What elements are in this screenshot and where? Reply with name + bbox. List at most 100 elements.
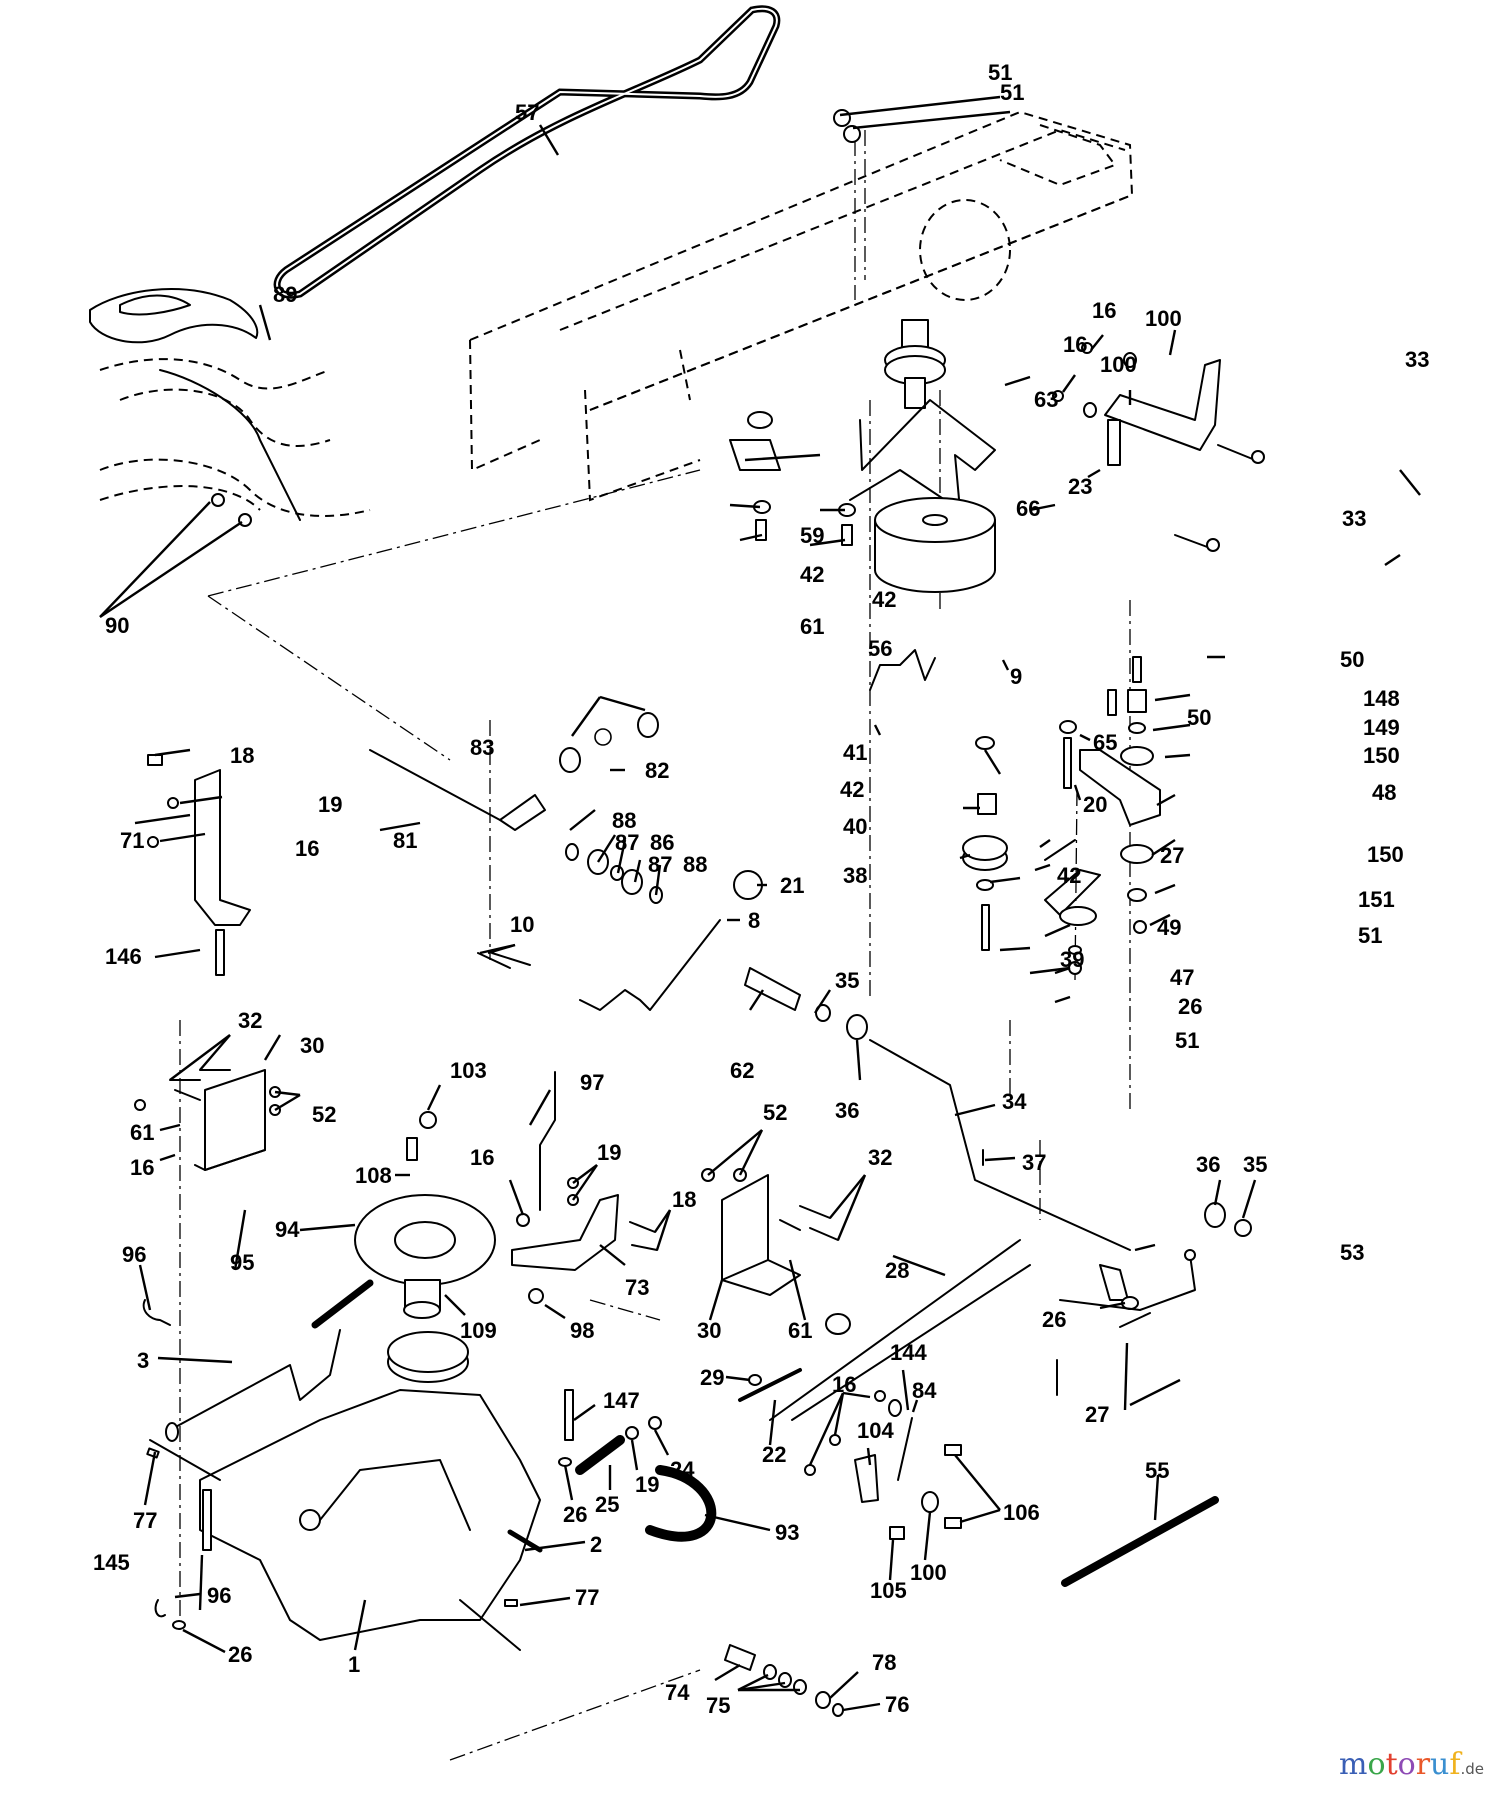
nut-19-c (625, 1426, 639, 1440)
bolt-145 (202, 1489, 212, 1551)
callout-34: 34 (1002, 1089, 1027, 1114)
callout-105: 105 (870, 1578, 907, 1603)
hairpin-96-top (142, 1299, 171, 1326)
callout-41: 41 (843, 740, 867, 765)
hairpin-96-bottom (154, 1599, 166, 1618)
nuts-90 (211, 493, 252, 527)
rod-97 (539, 1071, 556, 1211)
bolt-108 (406, 1137, 418, 1161)
nut-24 (648, 1416, 662, 1430)
callout-29: 29 (700, 1365, 724, 1390)
belt-guide-66 (849, 399, 996, 511)
bolt-56 (841, 524, 853, 546)
callout-26: 26 (1178, 994, 1202, 1019)
bracket-73 (511, 1194, 619, 1271)
callout-77: 77 (133, 1508, 157, 1533)
bolt-39 (981, 904, 990, 951)
washer-144 (888, 1399, 902, 1417)
shift-lever-8 (579, 919, 721, 1011)
callout-106: 106 (1003, 1500, 1040, 1525)
callout-145: 145 (93, 1550, 130, 1575)
callout-147: 147 (603, 1388, 640, 1413)
bracket-71 (194, 769, 251, 926)
callout-42: 42 (1057, 863, 1081, 888)
callout-24: 24 (670, 1457, 695, 1482)
callout-30: 30 (300, 1033, 324, 1058)
callout-16: 16 (832, 1372, 856, 1397)
callout-51: 51 (1358, 923, 1382, 948)
callout-26: 26 (563, 1502, 587, 1527)
callout-36: 36 (1196, 1152, 1220, 1177)
spring-25 (575, 1435, 625, 1475)
callout-35: 35 (1243, 1152, 1267, 1177)
watermark-tld: .de (1460, 1760, 1484, 1778)
bracket-49 (1044, 869, 1101, 916)
bracket-104 (854, 1454, 879, 1503)
washer-42-b (976, 879, 994, 891)
rod-28 (769, 1239, 1031, 1421)
watermark-logo: motoruf.de (1339, 1747, 1484, 1782)
callout-74: 74 (665, 1680, 690, 1705)
callout-83: 83 (470, 735, 494, 760)
callout-96: 96 (207, 1583, 231, 1608)
bolt-146 (215, 929, 225, 976)
bolts-10 (477, 952, 531, 969)
spring-2 (507, 1529, 543, 1553)
washer-100-c (921, 1491, 939, 1513)
lever-53 (1059, 1249, 1196, 1311)
callout-33: 33 (1405, 347, 1429, 372)
callout-56: 56 (868, 636, 892, 661)
bolt-27-b (1119, 1312, 1151, 1328)
callout-55: 55 (1145, 1458, 1169, 1483)
callout-38: 38 (843, 863, 867, 888)
bolt-50-a (1107, 689, 1117, 716)
belt-guide-59 (729, 411, 781, 471)
nut-16-b (1052, 390, 1064, 402)
washer-36-b (1204, 1202, 1226, 1228)
tractor-frame (469, 110, 1134, 502)
bolt-105 (889, 1526, 905, 1540)
callout-61: 61 (788, 1318, 812, 1343)
spindle-63 (884, 319, 946, 409)
callout-66: 66 (1016, 496, 1040, 521)
callout-40: 40 (843, 814, 867, 839)
callout-26: 26 (228, 1642, 252, 1667)
washer-36-a (846, 1014, 868, 1040)
washer-100-a (1123, 352, 1137, 368)
callout-labels: 57 51 51 89 16 100 16 100 33 33 23 63 66… (93, 60, 1429, 1718)
callout-82: 82 (645, 758, 669, 783)
nut-98 (528, 1288, 544, 1304)
bolt-20 (1063, 737, 1072, 789)
spacer-40 (977, 793, 997, 815)
callout-49: 49 (1157, 915, 1181, 940)
washer-149 (1128, 722, 1146, 734)
callout-42: 42 (840, 777, 864, 802)
callout-81: 81 (393, 828, 417, 853)
washer-26-a (1068, 945, 1082, 955)
watermark-letter: t (1385, 1747, 1398, 1782)
callout-19: 19 (635, 1472, 659, 1497)
callout-104: 104 (857, 1418, 894, 1443)
callout-90: 90 (105, 613, 129, 638)
callout-32: 32 (238, 1008, 262, 1033)
nut-16-e (516, 1213, 530, 1227)
washer-26-d (172, 1620, 186, 1630)
bolt-147 (564, 1389, 574, 1441)
callout-21: 21 (780, 873, 804, 898)
washer-78 (815, 1691, 831, 1709)
callout-52: 52 (312, 1102, 336, 1127)
fender-outline (99, 358, 371, 521)
watermark-letter: r (1415, 1747, 1431, 1782)
bolt-27-a (1044, 839, 1076, 861)
clutch-9 (874, 497, 996, 593)
callout-50: 50 (1340, 647, 1364, 672)
bolt-18-a (147, 754, 163, 766)
callout-42: 42 (872, 587, 896, 612)
watermark-letter: m (1339, 1747, 1368, 1782)
callout-151: 151 (1358, 887, 1395, 912)
callout-65: 65 (1093, 730, 1117, 755)
hose-93 (645, 1465, 717, 1542)
callout-19: 19 (318, 792, 342, 817)
callout-20: 20 (1083, 792, 1107, 817)
callout-75: 75 (706, 1693, 730, 1718)
